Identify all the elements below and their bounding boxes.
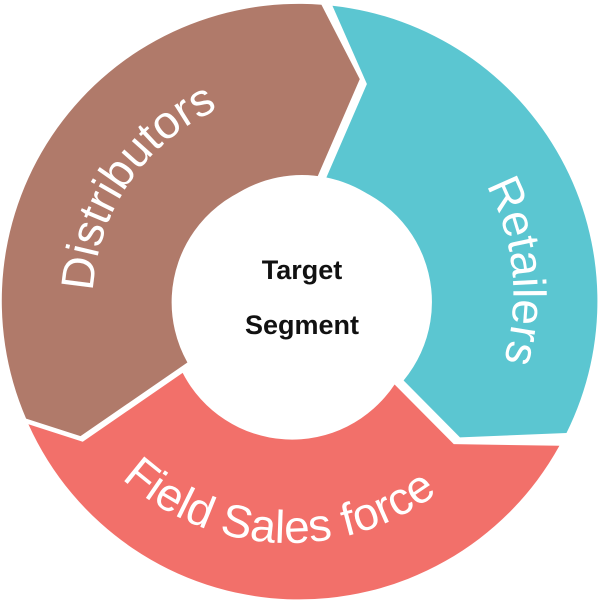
- center-label-line1: Target: [262, 255, 343, 285]
- segment-field-sales-force: [28, 372, 560, 600]
- segment-distributors: [1, 3, 360, 437]
- center-label-line2: Segment: [245, 310, 359, 340]
- center-circle: [179, 175, 425, 421]
- segment-retailers: [325, 5, 598, 438]
